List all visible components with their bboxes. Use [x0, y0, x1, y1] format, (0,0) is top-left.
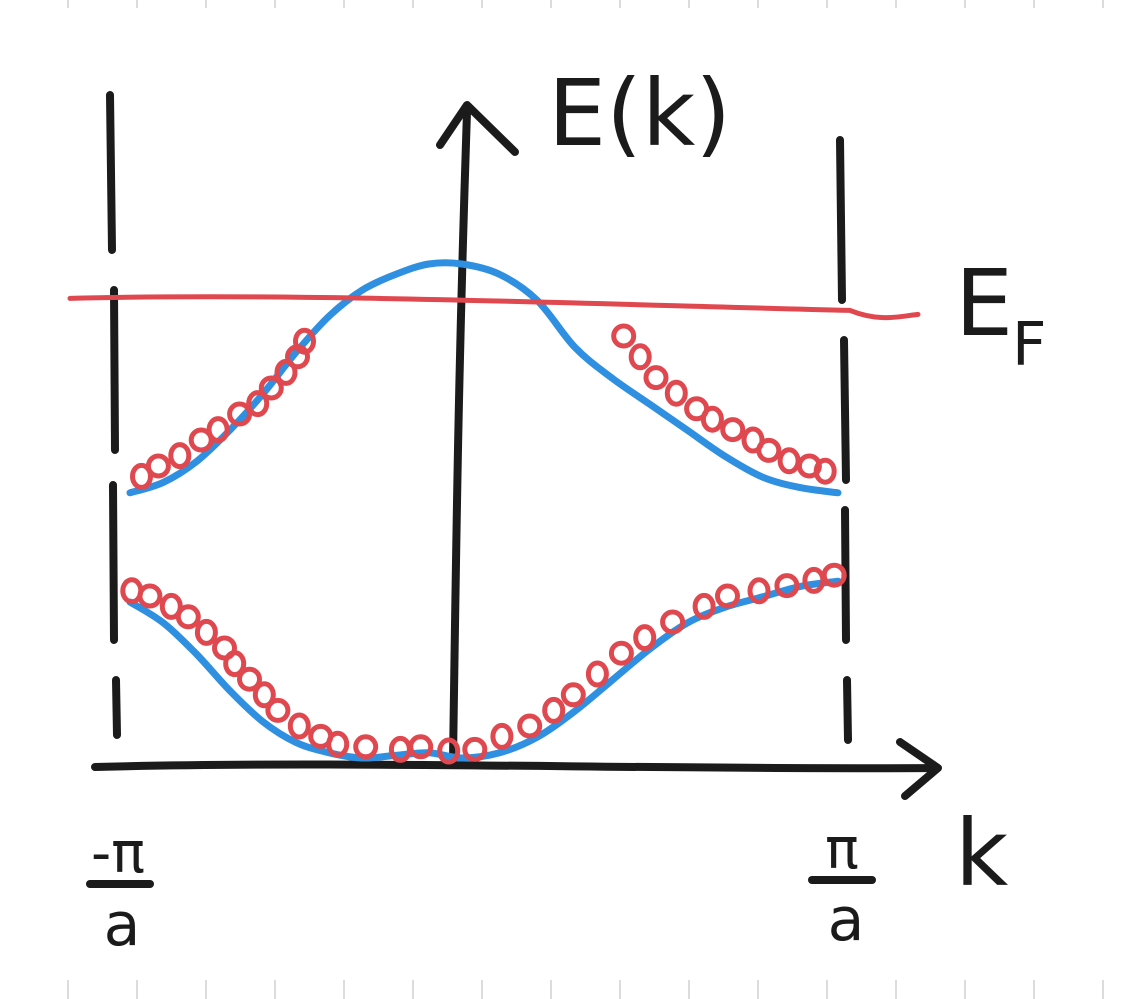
left-boundary-label: -π a	[86, 821, 154, 960]
data-point	[660, 609, 686, 635]
data-point	[227, 401, 253, 427]
data-point	[611, 323, 637, 349]
data-point	[168, 442, 192, 470]
data-point	[777, 447, 801, 475]
data-point	[608, 640, 634, 666]
data-point	[223, 650, 247, 678]
data-point	[542, 696, 566, 724]
x-axis	[91, 760, 939, 773]
data-point	[265, 697, 291, 723]
data-point	[628, 343, 652, 371]
data-point	[145, 453, 171, 479]
edge-tick-marks	[67, 0, 1104, 999]
data-point	[813, 457, 837, 485]
right-boundary-numerator: π	[825, 817, 859, 882]
data-point	[643, 365, 669, 391]
data-point	[490, 722, 514, 750]
data-point	[194, 618, 218, 646]
x-axis-arrowhead	[896, 738, 942, 800]
data-point	[821, 562, 847, 588]
left-zone-boundary	[106, 91, 121, 739]
data-point	[633, 624, 657, 652]
data-point	[137, 583, 163, 609]
band-curves	[126, 259, 842, 762]
y-axis-label: E(k)	[548, 60, 731, 167]
left-boundary-numerator: -π	[91, 821, 145, 886]
data-point	[692, 592, 716, 620]
left-boundary-denominator: a	[104, 890, 141, 960]
right-zone-boundary	[836, 136, 852, 744]
data-point	[747, 577, 771, 605]
data-point	[715, 583, 740, 609]
right-boundary-denominator: a	[828, 885, 865, 955]
data-point	[246, 390, 270, 418]
data-point	[756, 437, 782, 463]
data-point	[585, 660, 609, 688]
fermi-label-subscript: F	[1012, 310, 1047, 380]
data-point	[560, 682, 586, 708]
data-point	[206, 416, 230, 444]
data-point	[175, 604, 201, 630]
data-point	[287, 712, 311, 740]
data-point	[130, 462, 153, 490]
data-point	[237, 666, 262, 692]
measured-points	[120, 323, 847, 765]
fermi-level-line	[67, 294, 921, 321]
data-point	[700, 405, 724, 433]
data-point	[326, 730, 350, 758]
data-point	[293, 327, 316, 355]
data-point	[720, 417, 746, 443]
band-curve-2	[126, 259, 842, 497]
right-boundary-label: π a	[808, 817, 876, 955]
data-point	[517, 713, 543, 739]
data-point	[159, 592, 183, 620]
y-axis	[449, 108, 471, 764]
data-point	[353, 734, 379, 760]
data-point	[462, 736, 488, 762]
data-point	[252, 681, 276, 709]
x-axis-label: k	[955, 800, 1009, 907]
y-axis-arrowhead	[436, 101, 519, 156]
data-point	[258, 375, 284, 401]
data-point	[664, 379, 688, 407]
data-point	[437, 737, 461, 765]
data-point	[408, 734, 434, 760]
data-point	[774, 573, 800, 599]
fermi-level	[67, 294, 921, 321]
fermi-label: E	[955, 250, 1013, 357]
